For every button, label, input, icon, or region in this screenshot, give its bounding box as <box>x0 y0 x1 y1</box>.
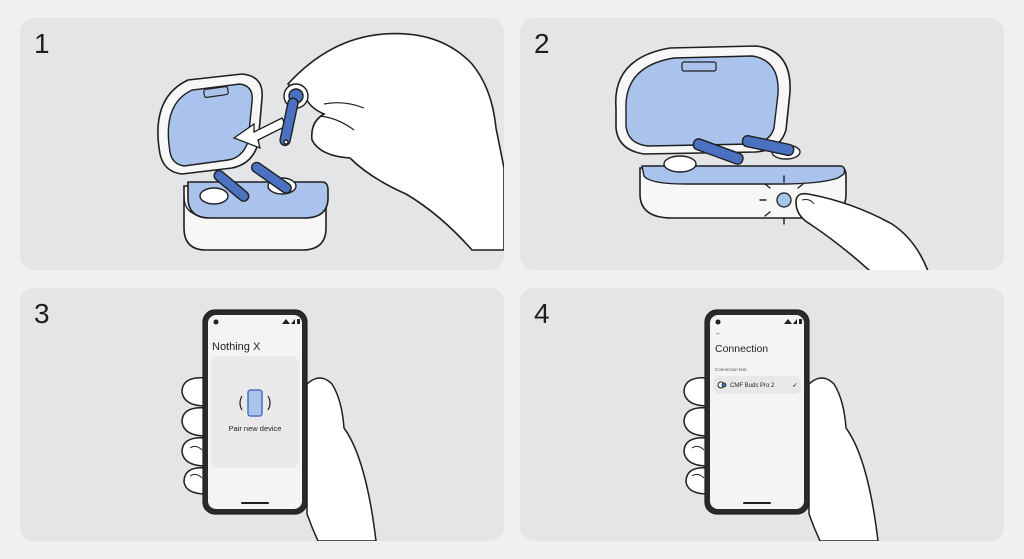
held-earbud <box>279 83 309 147</box>
phone-screen <box>710 315 804 509</box>
connection-illustration: ← Connection Connection test CMF Buds Pr… <box>683 309 879 541</box>
device-row[interactable] <box>713 376 801 394</box>
connected-check-icon: ✓ <box>792 383 798 390</box>
earbud-left <box>663 155 697 173</box>
step-number: 3 <box>34 298 50 329</box>
front-camera-icon <box>715 319 721 325</box>
device-name: CMF Buds Pro 2 <box>730 383 775 389</box>
app-title: Nothing X <box>212 341 261 353</box>
insert-earbud-illustration <box>157 32 504 251</box>
case-tray <box>641 165 846 185</box>
step-number: 4 <box>534 298 550 329</box>
right-hand <box>306 377 377 541</box>
step-number: 1 <box>34 28 50 59</box>
left-fingers <box>181 377 207 495</box>
press-case-button-illustration <box>615 45 929 270</box>
status-bar-icons <box>282 319 300 324</box>
step-4-panel: 4 ← Connection Connection test CMF Buds … <box>520 288 1004 541</box>
right-hand <box>808 377 879 541</box>
section-label: Connection test <box>715 367 747 372</box>
earbud-right <box>250 161 297 195</box>
home-indicator <box>743 502 771 504</box>
earbuds-icon <box>717 381 727 389</box>
finger <box>795 192 929 270</box>
step-1-panel: 1 <box>20 18 504 270</box>
hand <box>286 32 504 251</box>
front-camera-icon <box>213 319 219 325</box>
step-2-panel: 2 <box>520 18 1004 270</box>
left-fingers <box>683 377 709 495</box>
earbud-left <box>199 169 250 205</box>
back-arrow-icon[interactable]: ← <box>715 330 722 337</box>
screen-title: Connection <box>715 343 768 355</box>
button-press-rays-icon <box>759 175 804 225</box>
step-3-panel: 3 Nothing X Pair new device <box>20 288 504 541</box>
pair-new-device-label: Pair new device <box>229 424 282 433</box>
phone-vibrate-icon <box>239 389 271 417</box>
home-indicator <box>241 502 269 504</box>
step-number: 2 <box>534 28 550 59</box>
pair-new-device-illustration: Nothing X Pair new device <box>181 309 377 541</box>
status-bar-icons <box>784 319 802 324</box>
case-pairing-button <box>776 192 792 208</box>
